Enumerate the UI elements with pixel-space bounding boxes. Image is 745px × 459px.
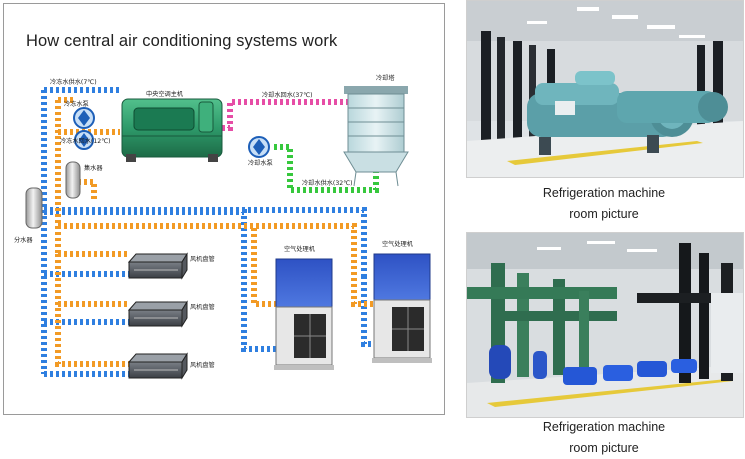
label-fan-coil: 风机盘管 — [190, 361, 215, 369]
diagram-title: How central air conditioning systems wor… — [26, 32, 338, 50]
cooling-pump-icon — [248, 136, 270, 158]
label-chilled-pump: 冷冻水泵 — [64, 100, 89, 108]
caption-line: room picture — [569, 207, 639, 221]
label-cooling-return: 冷却水回水(37℃) — [262, 91, 313, 99]
chilled-pump-icon — [73, 107, 95, 129]
collector-tank — [65, 161, 81, 199]
fan-coil-unit — [127, 300, 188, 328]
fan-coil-unit — [127, 352, 188, 380]
caption-line: Refrigeration machine — [542, 420, 666, 434]
chiller-room-photo — [466, 0, 744, 178]
caption-line: room picture — [569, 441, 639, 455]
label-cooling-tower: 冷却塔 — [376, 74, 395, 82]
hvac-diagram-panel: How central air conditioning systems wor… — [3, 3, 445, 415]
label-cooling-supply: 冷却水供水(32℃) — [302, 179, 353, 187]
cooling-tower — [343, 86, 409, 187]
cooling-supply-pipe — [274, 144, 379, 193]
label-distributor: 分水器 — [14, 236, 33, 244]
chiller-unit — [121, 98, 223, 162]
label-fan-coil: 风机盘管 — [190, 303, 215, 311]
cooling-return-pipe — [222, 99, 354, 131]
label-fan-coil: 风机盘管 — [190, 255, 215, 263]
label-chiller: 中央空调主机 — [146, 90, 184, 98]
label-chilled-return: 冷冻水回水(12℃) — [60, 137, 111, 145]
air-handling-unit — [372, 253, 432, 363]
label-air-handler: 空气处理机 — [284, 245, 316, 253]
distributor-tank — [25, 187, 43, 229]
pump-room-photo — [466, 232, 744, 418]
caption-line: Refrigeration machine — [542, 186, 666, 200]
label-air-handler: 空气处理机 — [382, 240, 414, 248]
air-handling-unit — [274, 258, 334, 370]
chilled-pump-icon — [74, 130, 94, 150]
label-collector: 集水器 — [84, 164, 103, 172]
label-chilled-supply: 冷冻水供水(7℃) — [50, 78, 97, 86]
photo-caption: Refrigeration machine room picture — [466, 183, 742, 225]
label-cooling-pump: 冷却水泵 — [248, 159, 273, 167]
hvac-schematic: 冷冻水供水(7℃) 冷冻水泵 冷冻水回水(12℃) 中央空调主机 冷却水回水(3… — [14, 74, 432, 380]
photo-caption: Refrigeration machine room picture — [466, 417, 742, 459]
fan-coil-unit — [127, 252, 188, 280]
